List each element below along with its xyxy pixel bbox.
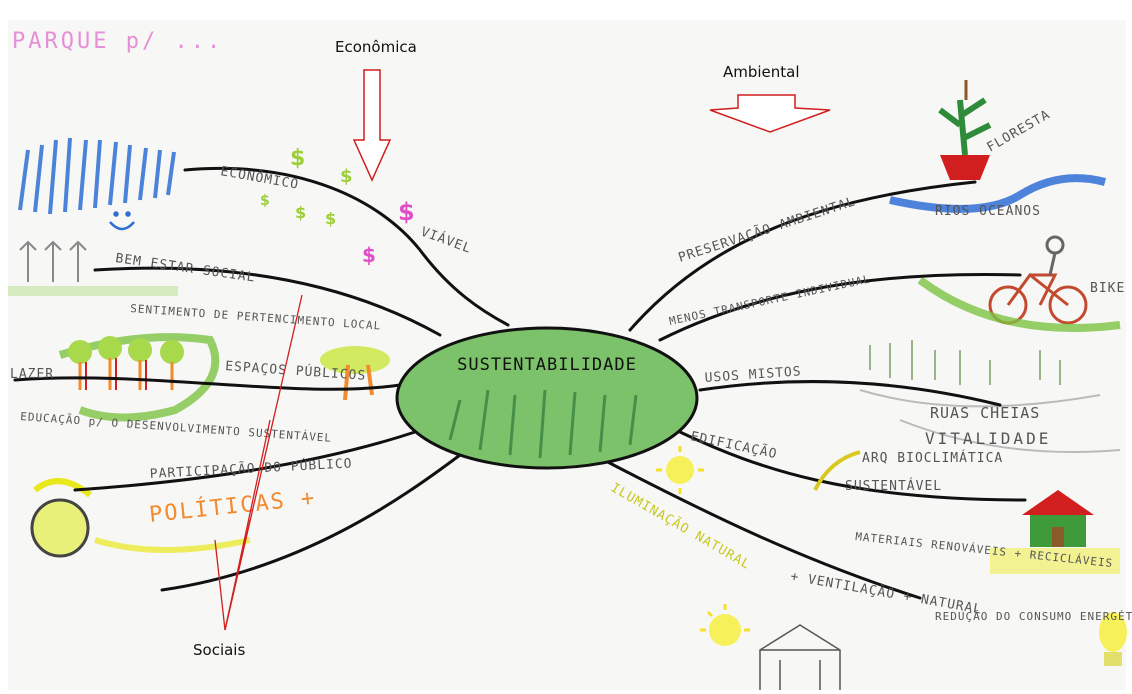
svg-text:$: $ (340, 166, 353, 187)
label-sociais: Sociais (193, 641, 245, 659)
green-ground-stripe (8, 286, 178, 296)
label-sustentavel: SUSTENTÁVEL (845, 478, 942, 494)
center-node: SUSTENTABILIDADE (397, 328, 697, 468)
label-ruas: RUAS CHEIAS (930, 404, 1040, 422)
svg-text:$: $ (290, 146, 305, 171)
label-bike: BIKE (1090, 281, 1125, 296)
label-vitalidade: VITALIDADE (925, 429, 1051, 448)
label-reducao: REDUÇÃO DO CONSUMO ENERGÉTICO (935, 610, 1132, 623)
pink-header-text: PARQUE p/ ... (12, 29, 223, 54)
svg-text:$: $ (295, 203, 306, 222)
center-node-text: SUSTENTABILIDADE (457, 355, 637, 375)
label-arq: ARQ BIOCLIMÁTICA (862, 450, 1003, 466)
label-economica: Econômica (335, 38, 417, 56)
svg-text:$: $ (260, 193, 270, 209)
svg-text:$: $ (362, 243, 376, 267)
svg-text:$: $ (325, 209, 336, 228)
label-ambiental: Ambiental (723, 63, 800, 81)
label-rios: RIOS OCEANOS (935, 204, 1041, 219)
svg-text:$: $ (398, 198, 415, 226)
label-lazer: LAZER (10, 367, 54, 382)
